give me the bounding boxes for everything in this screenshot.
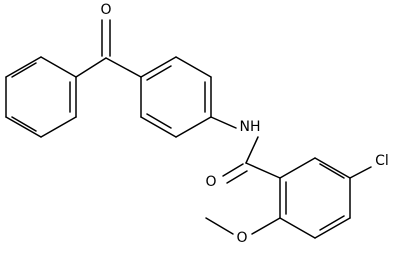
bond <box>349 166 372 179</box>
bond <box>279 157 316 179</box>
bond <box>11 116 37 132</box>
bond <box>140 56 177 78</box>
bond <box>5 116 42 138</box>
bond <box>175 116 212 138</box>
atom-label-methoxy-oxygen: O <box>236 230 247 246</box>
bond <box>205 217 234 235</box>
bond <box>175 56 212 78</box>
bond <box>251 217 281 235</box>
bond <box>210 116 237 129</box>
bond <box>279 217 316 239</box>
bond <box>146 113 172 129</box>
bond <box>105 57 142 78</box>
bond <box>40 56 77 78</box>
atom-label-amide-nitrogen: NH <box>240 119 261 135</box>
atom-label-amide-oxygen: O <box>205 174 216 190</box>
bond <box>40 116 77 138</box>
bond <box>319 163 345 179</box>
bond <box>11 62 37 78</box>
bond <box>319 215 345 231</box>
bond <box>314 157 351 179</box>
bond <box>140 116 177 138</box>
atom-labels: O NH O Cl O <box>100 2 388 246</box>
bond <box>146 65 172 81</box>
bond <box>226 170 248 184</box>
bond <box>222 163 244 177</box>
bond <box>75 57 107 78</box>
bond <box>245 162 281 179</box>
bond <box>5 56 42 78</box>
atom-label-chlorine: Cl <box>375 153 389 169</box>
bonds <box>5 19 372 239</box>
bond <box>314 217 351 239</box>
bond <box>245 136 259 164</box>
atom-label-carbonyl-oxygen: O <box>100 2 111 18</box>
